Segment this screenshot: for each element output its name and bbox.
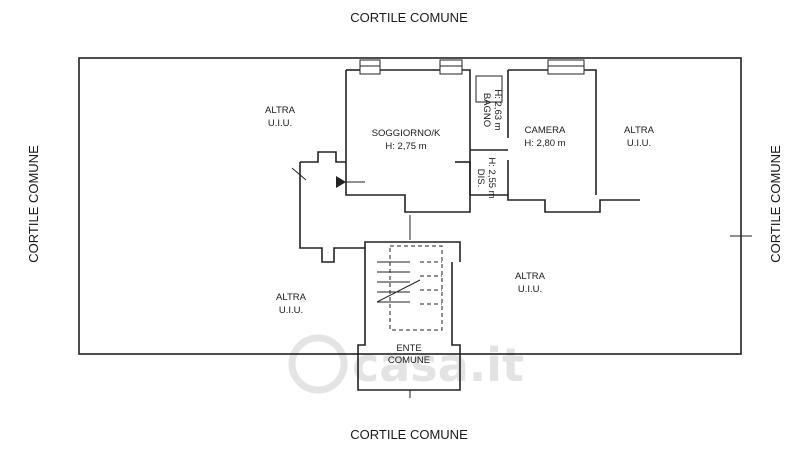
room-altra-top-left-line2: U.I.U.	[268, 118, 292, 129]
entrance-hall	[291, 151, 461, 263]
room-camera-height: H: 2,80 m	[524, 138, 565, 149]
room-altra-top-left-line1: ALTRA	[265, 105, 296, 116]
room-soggiorno-height: H: 2,75 m	[385, 141, 426, 152]
apartment-walls	[345, 69, 640, 213]
watermark-logo-icon	[288, 334, 348, 394]
room-altra-top-right-line1: ALTRA	[624, 125, 655, 136]
boiler-icon	[336, 176, 346, 188]
room-altra-center-line1: ALTRA	[515, 271, 546, 282]
room-altra-top-right-line2: U.I.U.	[627, 138, 651, 149]
watermark-text: casa.it	[352, 338, 524, 392]
room-ente-comune-line1: ENTE	[396, 343, 421, 354]
room-altra-bottom-left-line1: ALTRA	[276, 292, 307, 303]
watermark: casa.it	[288, 334, 524, 394]
room-soggiorno-name: SOGGIORNO/K	[372, 128, 441, 139]
room-altra-center-line2: U.I.U.	[518, 284, 542, 295]
room-camera-name: CAMERA	[525, 125, 566, 136]
edge-label-left: CORTILE COMUNE	[26, 145, 41, 263]
boundary-ticks	[730, 226, 752, 246]
room-dis-name: DIS.	[475, 169, 486, 187]
windows	[359, 59, 585, 103]
room-bagno-name: BAGNO	[481, 93, 492, 127]
edge-label-right: CORTILE COMUNE	[768, 145, 783, 263]
edge-label-top: CORTILE COMUNE	[350, 10, 468, 25]
edge-label-bottom: CORTILE COMUNE	[350, 427, 468, 442]
room-altra-bottom-left-line2: U.I.U.	[279, 305, 303, 316]
outer-boundary	[78, 57, 742, 355]
room-ente-comune-line2: COMUNE	[388, 355, 430, 366]
room-bagno-height: H: 2,63 m	[492, 89, 503, 130]
stairwell	[357, 215, 461, 398]
room-dis-height: H: 2,55 m	[486, 157, 497, 198]
